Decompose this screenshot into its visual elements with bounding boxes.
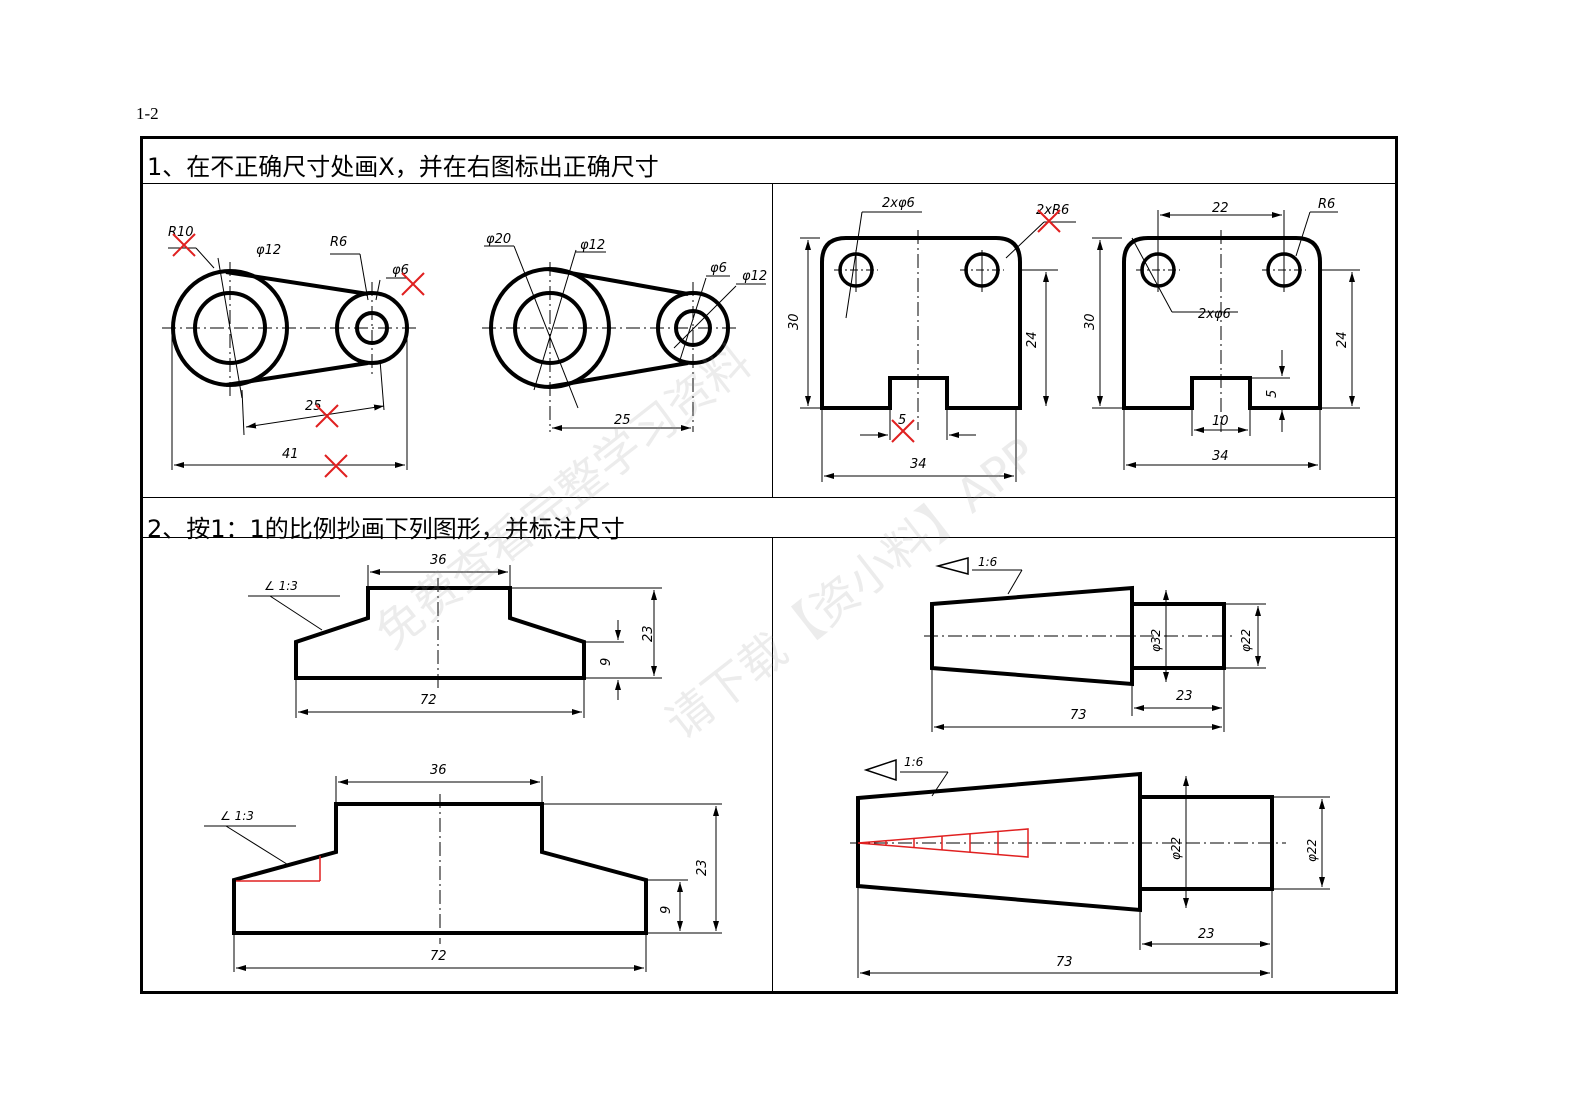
divider xyxy=(143,183,1395,184)
divider xyxy=(143,537,1395,538)
dim-label: φ22 xyxy=(1239,629,1253,652)
link-drawing-correct xyxy=(482,245,766,432)
dim-label: 41 xyxy=(282,447,299,462)
dim-label: 23 xyxy=(641,625,656,642)
dim-label: φ6 xyxy=(710,261,727,276)
dim-label: 34 xyxy=(910,457,927,472)
dim-label: R10 xyxy=(168,225,194,240)
dim-label: 10 xyxy=(1212,414,1229,429)
dim-label: 9 xyxy=(599,658,614,666)
dim-label: 2xR6 xyxy=(1036,203,1069,218)
dim-label: 5 xyxy=(898,413,906,428)
wrong-mark xyxy=(891,209,1061,443)
taper-construction xyxy=(857,828,1029,858)
taper-shaft-large xyxy=(850,758,1330,978)
dim-label: ∠ 1:3 xyxy=(264,579,298,593)
dim-label: 23 xyxy=(1198,927,1215,942)
dim-label: φ32 xyxy=(1149,629,1163,652)
divider xyxy=(772,537,773,991)
dim-label: 1:6 xyxy=(904,755,924,769)
bracket-drawing-wrong xyxy=(800,211,1076,482)
dim-label: 36 xyxy=(430,763,447,778)
dim-label: 2xφ6 xyxy=(1198,307,1231,322)
divider xyxy=(143,497,1395,498)
dim-label: 36 xyxy=(430,553,447,568)
dim-label: φ22 xyxy=(1169,837,1183,860)
slope-construction xyxy=(236,856,321,882)
dim-label: 25 xyxy=(614,413,631,428)
dim-label: ∠ 1:3 xyxy=(220,809,254,823)
dim-label: 30 xyxy=(787,313,802,330)
wrong-mark xyxy=(172,233,425,478)
dim-label: 2xφ6 xyxy=(882,196,915,211)
stepped-block-large xyxy=(204,776,722,972)
taper-shaft-small xyxy=(924,557,1266,732)
dim-label: 72 xyxy=(420,693,437,708)
dim-label: 5 xyxy=(1265,390,1280,398)
dim-label: R6 xyxy=(330,235,347,250)
section2-heading: 2、按1：1的比例抄画下列图形，并标注尺寸 xyxy=(147,515,625,543)
dim-label: 72 xyxy=(430,949,447,964)
dim-label: 23 xyxy=(695,859,710,876)
dim-label: 73 xyxy=(1070,708,1087,723)
dim-label: 1:6 xyxy=(978,555,998,569)
dim-label: φ20 xyxy=(486,232,511,247)
dim-label: R6 xyxy=(1318,197,1335,212)
page-number: 1-2 xyxy=(136,104,159,123)
dim-label: 24 xyxy=(1025,331,1040,348)
dim-label: 30 xyxy=(1083,313,1098,330)
divider xyxy=(772,183,773,497)
bracket-drawing-correct xyxy=(1092,210,1360,470)
section1-heading: 1、在不正确尺寸处画X，并在右图标出正确尺寸 xyxy=(147,153,659,181)
dim-label: 73 xyxy=(1056,955,1073,970)
dim-label: φ22 xyxy=(1305,839,1319,862)
link-drawing-wrong xyxy=(162,247,418,470)
dim-label: 25 xyxy=(305,399,322,414)
worksheet-frame: 1、在不正确尺寸处画X，并在右图标出正确尺寸 2、按1：1的比例抄画下列图形，并… xyxy=(140,136,1398,994)
dim-label: 9 xyxy=(659,906,674,914)
dim-label: φ12 xyxy=(256,243,281,258)
dim-label: φ12 xyxy=(580,238,605,253)
dim-label: 23 xyxy=(1176,689,1193,704)
dim-label: 22 xyxy=(1212,201,1229,216)
dim-label: φ6 xyxy=(392,263,409,278)
dim-label: 24 xyxy=(1335,331,1350,348)
stepped-block-small xyxy=(248,565,662,718)
dim-label: φ12 xyxy=(742,269,767,284)
dim-label: 34 xyxy=(1212,449,1229,464)
